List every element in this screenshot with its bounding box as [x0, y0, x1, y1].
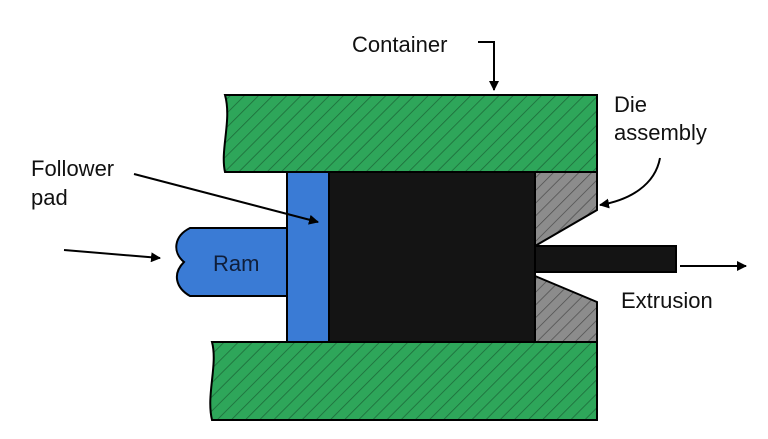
extrusion-label: Extrusion	[621, 288, 713, 313]
die-lower-half	[534, 274, 598, 343]
extrusion-product	[534, 245, 677, 273]
follower-pad	[286, 171, 330, 343]
die-assembly-label-line2: assembly	[614, 120, 707, 145]
follower-pad-label-line2: pad	[31, 185, 68, 210]
ram-label: Ram	[213, 251, 259, 276]
container-lower-wall	[209, 341, 598, 421]
die-assembly-arrow	[599, 157, 661, 209]
die-upper-half	[534, 171, 598, 248]
follower-pad-label-line1: Follower	[31, 156, 114, 181]
die-assembly-label-line1: Die	[614, 92, 647, 117]
container-upper-wall	[222, 94, 598, 173]
container-arrow	[478, 41, 499, 91]
billet	[328, 171, 536, 343]
container-label: Container	[352, 32, 447, 57]
ram	[175, 227, 291, 297]
ram-force-arrow	[63, 249, 161, 263]
follower-pad-arrow	[133, 173, 319, 225]
